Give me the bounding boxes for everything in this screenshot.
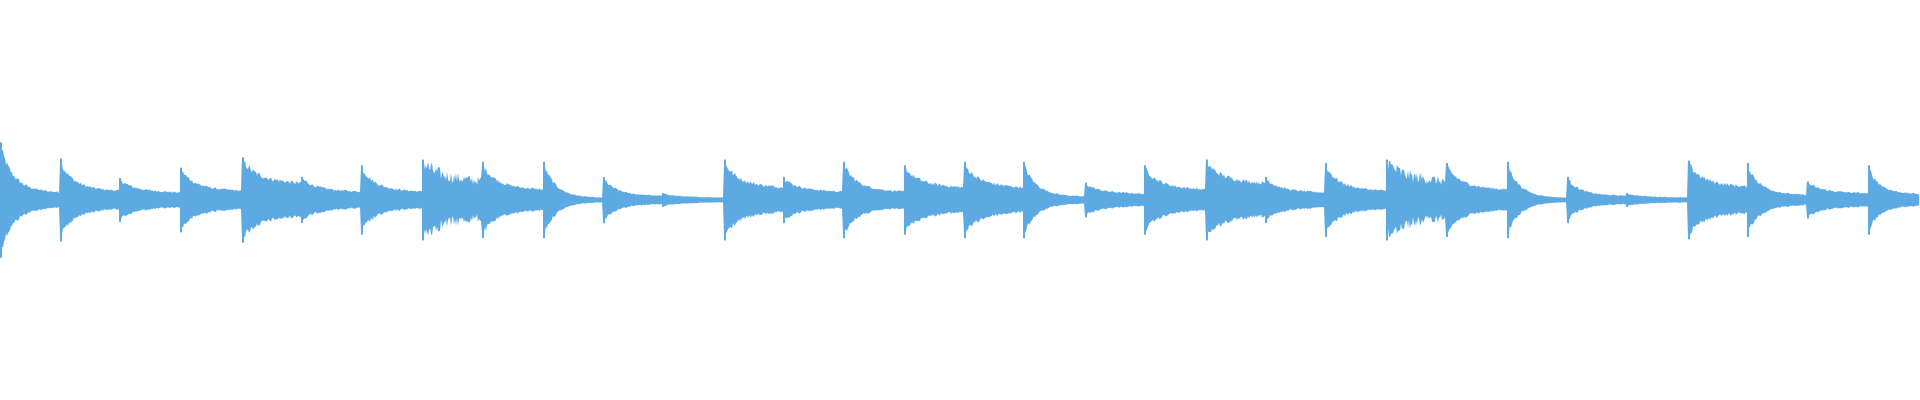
waveform-peaks — [0, 142, 1919, 258]
waveform-envelope — [0, 143, 1919, 254]
